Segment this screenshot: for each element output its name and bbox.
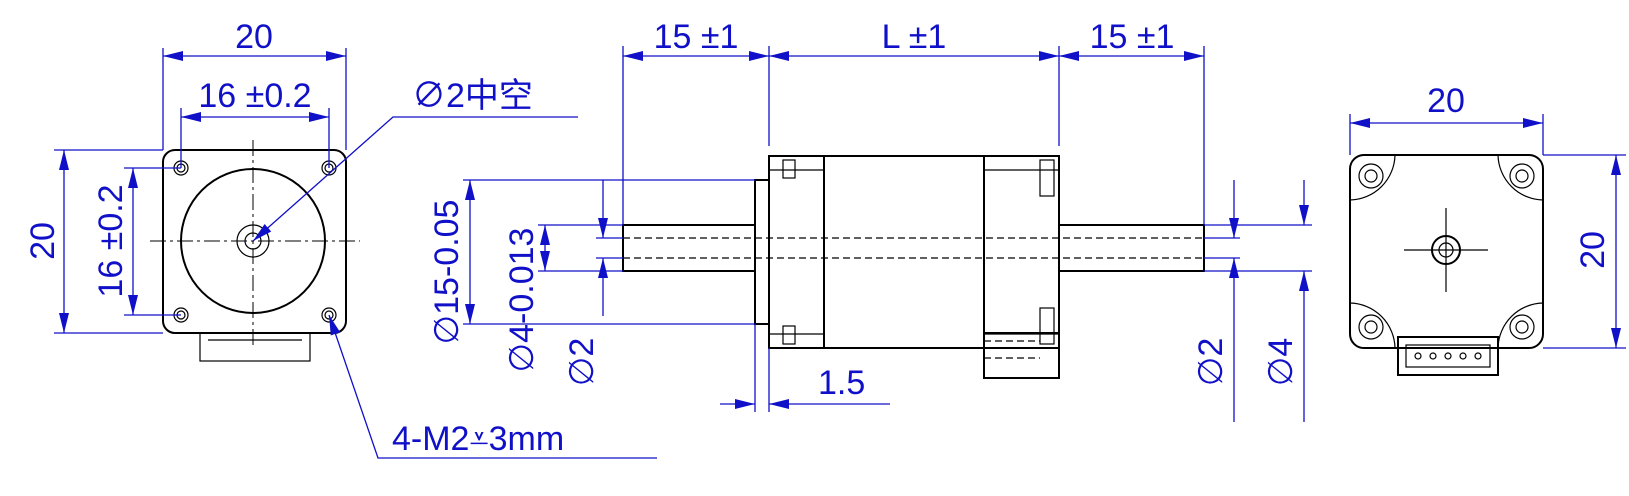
side-front-flange	[768, 155, 825, 349]
front-height-holes-label: 16 ±0.2	[92, 184, 130, 297]
boss-diameter-label: ∅15-0.05	[428, 200, 466, 345]
front-view	[150, 140, 360, 362]
rear-connector	[1397, 336, 1499, 376]
front-width-outer-label: 20	[235, 18, 273, 56]
side-view	[622, 155, 1205, 379]
side-front-boss	[754, 179, 770, 325]
side-left-shaft	[622, 224, 756, 272]
front-width-holes-label: 16 ±0.2	[198, 77, 311, 115]
front-height-outer-label: 20	[24, 222, 62, 260]
rear-width-label: 20	[1427, 82, 1465, 120]
right-bore-diameter-label: ∅2	[1192, 338, 1230, 387]
side-motor-body	[823, 155, 985, 349]
front-connector	[199, 332, 311, 362]
left-bore-diameter-label: ∅2	[563, 338, 601, 387]
rear-screws	[1358, 163, 1535, 340]
tapped-holes-note: 4-M2⩡3mm	[392, 420, 564, 458]
side-rear-cap	[983, 155, 1060, 349]
side-right-shaft	[1058, 224, 1205, 272]
front-dimensions	[54, 48, 657, 459]
right-shaft-diameter-label: ∅4	[1262, 338, 1300, 387]
rear-outline	[1349, 154, 1544, 349]
rear-dimensions	[1349, 114, 1626, 349]
rear-connector-pins	[1414, 352, 1482, 360]
boss-thickness-label: 1.5	[818, 364, 865, 402]
side-rear-connector	[983, 332, 1060, 379]
right-shaft-length-label: 15 ±1	[1090, 18, 1175, 56]
rear-height-label: 20	[1574, 231, 1612, 269]
rear-view	[1349, 154, 1544, 376]
body-length-label: L ±1	[882, 18, 947, 56]
hollow-bore-note: ∅2中空	[412, 77, 533, 115]
left-shaft-length-label: 15 ±1	[654, 18, 739, 56]
shaft-diameter-label: ∅4-0.013	[503, 228, 541, 373]
side-dimensions	[463, 46, 1312, 422]
